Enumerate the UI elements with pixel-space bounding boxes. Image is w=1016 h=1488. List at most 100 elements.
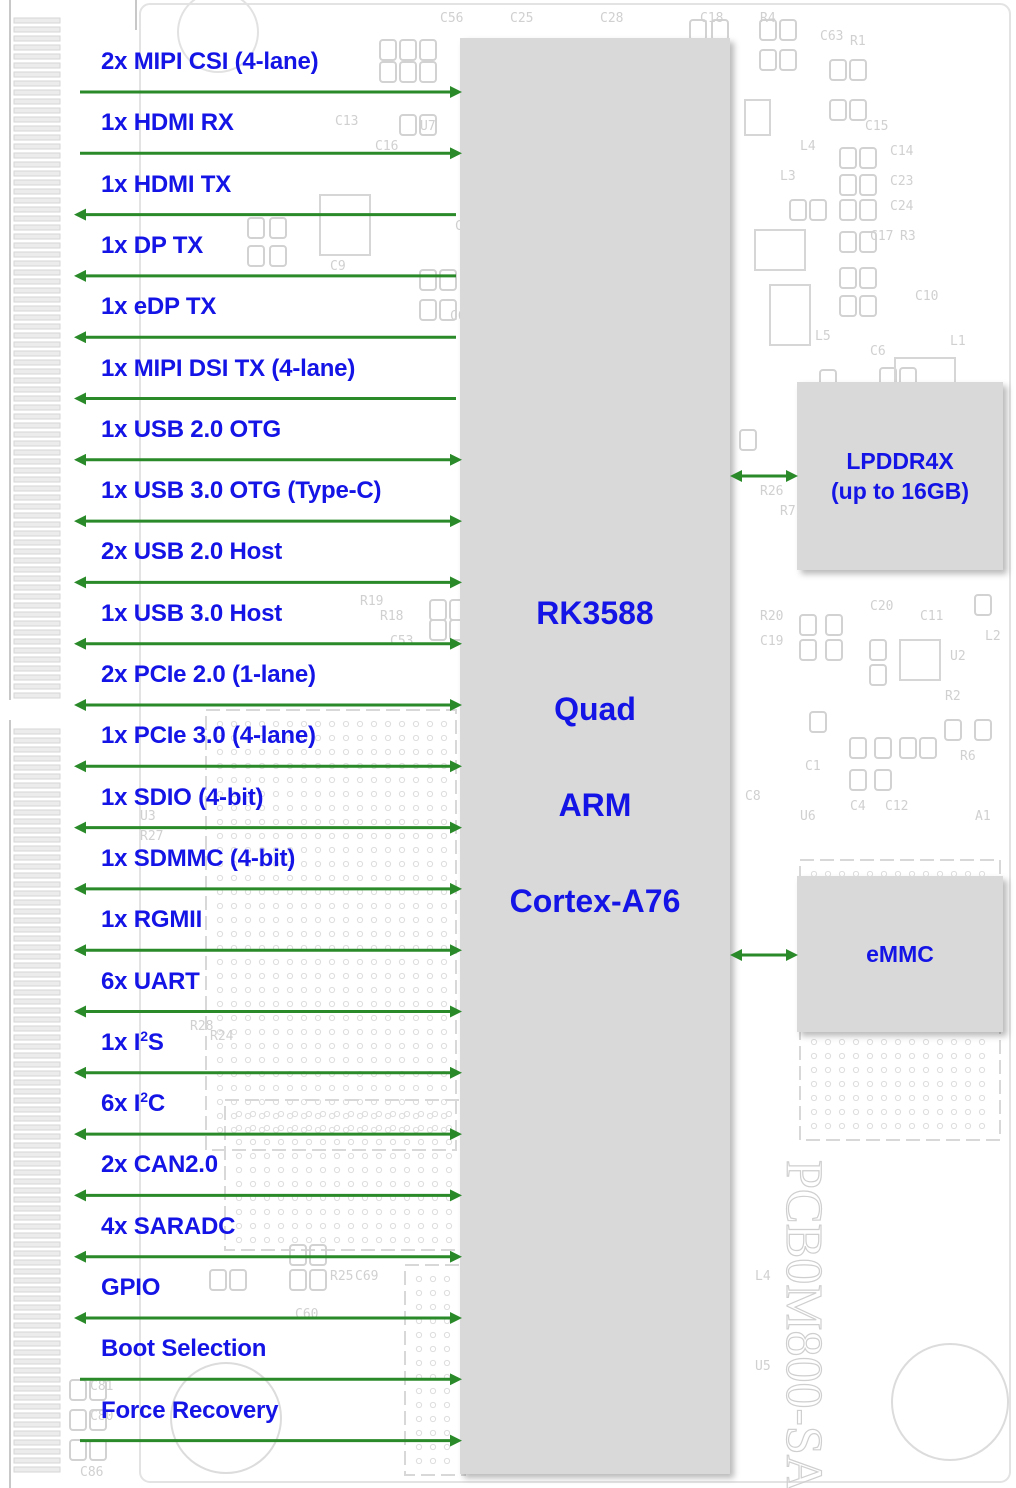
solder-ball: [277, 1124, 285, 1132]
solder-ball: [361, 1194, 369, 1202]
solder-ball: [347, 1208, 355, 1216]
connector-pin: [13, 863, 61, 870]
solder-ball: [277, 1110, 285, 1118]
solder-ball: [272, 846, 280, 854]
smd-pad: [419, 114, 437, 136]
solder-ball: [216, 972, 224, 980]
solder-ball: [838, 1052, 846, 1060]
solder-ball: [431, 1110, 439, 1118]
smd-pad: [759, 49, 777, 71]
smd-pad: [829, 59, 847, 81]
solder-ball: [249, 1194, 257, 1202]
solder-ball: [244, 1014, 252, 1022]
solder-ball: [922, 1038, 930, 1046]
solder-ball: [328, 1070, 336, 1078]
solder-ball: [810, 1080, 818, 1088]
solder-ball: [426, 972, 434, 980]
solder-ball: [328, 1014, 336, 1022]
solder-ball: [300, 1126, 308, 1134]
connector-pin: [13, 1250, 61, 1257]
solder-ball: [314, 916, 322, 924]
solder-ball: [263, 1222, 271, 1230]
mounting-hole: [177, 0, 259, 73]
solder-ball: [314, 1000, 322, 1008]
solder-ball: [412, 1028, 420, 1036]
solder-ball: [286, 748, 294, 756]
solder-ball: [319, 1124, 327, 1132]
component-designator: C18: [700, 11, 723, 26]
solder-ball: [286, 972, 294, 980]
solder-ball: [286, 958, 294, 966]
solder-ball: [443, 1303, 451, 1311]
solder-ball: [415, 1359, 423, 1367]
solder-ball: [286, 1014, 294, 1022]
solder-ball: [384, 1000, 392, 1008]
smd-pad: [944, 719, 962, 741]
connector-pin: [13, 665, 61, 672]
component-designator: C23: [890, 174, 913, 189]
solder-ball: [263, 1236, 271, 1244]
solder-ball: [389, 1166, 397, 1174]
connector-pin: [13, 1115, 61, 1122]
solder-ball: [384, 1014, 392, 1022]
solder-ball: [244, 916, 252, 924]
solder-ball: [384, 986, 392, 994]
solder-ball: [824, 1052, 832, 1060]
smd-pad: [859, 199, 877, 221]
solder-ball: [361, 1152, 369, 1160]
component-designator: C56: [440, 11, 463, 26]
solder-ball: [342, 874, 350, 882]
solder-ball: [389, 1152, 397, 1160]
solder-ball: [398, 1112, 406, 1120]
connector-pin: [13, 1241, 61, 1248]
solder-ball: [431, 1180, 439, 1188]
solder-ball: [216, 1056, 224, 1064]
solder-ball: [426, 1112, 434, 1120]
component-designator: C13: [335, 114, 358, 129]
solder-ball: [415, 1373, 423, 1381]
solder-ball: [429, 1303, 437, 1311]
solder-ball: [319, 1110, 327, 1118]
solder-ball: [880, 1108, 888, 1116]
solder-ball: [244, 986, 252, 994]
solder-ball: [356, 1084, 364, 1092]
solder-ball: [417, 1138, 425, 1146]
solder-ball: [440, 762, 448, 770]
solder-ball: [429, 1387, 437, 1395]
smd-pad: [799, 614, 817, 636]
solder-ball: [286, 720, 294, 728]
interface-label: 1x USB 2.0 OTG: [101, 415, 281, 443]
solder-ball: [417, 1152, 425, 1160]
solder-ball: [398, 874, 406, 882]
solder-ball: [429, 1457, 437, 1465]
solder-ball: [415, 1415, 423, 1423]
smd-pad: [399, 39, 417, 61]
solder-ball: [426, 832, 434, 840]
solder-ball: [403, 1110, 411, 1118]
component-designator: R18: [380, 609, 403, 624]
solder-ball: [314, 902, 322, 910]
solder-ball: [417, 1236, 425, 1244]
connector-pin: [13, 71, 61, 78]
solder-ball: [936, 1052, 944, 1060]
solder-ball: [443, 1415, 451, 1423]
component-designator: C25: [510, 11, 533, 26]
solder-ball: [922, 1094, 930, 1102]
solder-ball: [440, 804, 448, 812]
solder-ball: [361, 1208, 369, 1216]
solder-ball: [230, 1028, 238, 1036]
solder-ball: [258, 804, 266, 812]
solder-ball: [810, 1038, 818, 1046]
solder-ball: [342, 720, 350, 728]
solder-ball: [440, 1084, 448, 1092]
solder-ball: [277, 1166, 285, 1174]
solder-ball: [950, 1080, 958, 1088]
connector-pin: [13, 125, 61, 132]
connector-pin: [13, 422, 61, 429]
connector-pin: [13, 539, 61, 546]
solder-ball: [328, 1000, 336, 1008]
solder-ball: [978, 1066, 986, 1074]
solder-ball: [230, 986, 238, 994]
solder-ball: [291, 1124, 299, 1132]
solder-ball: [443, 1289, 451, 1297]
